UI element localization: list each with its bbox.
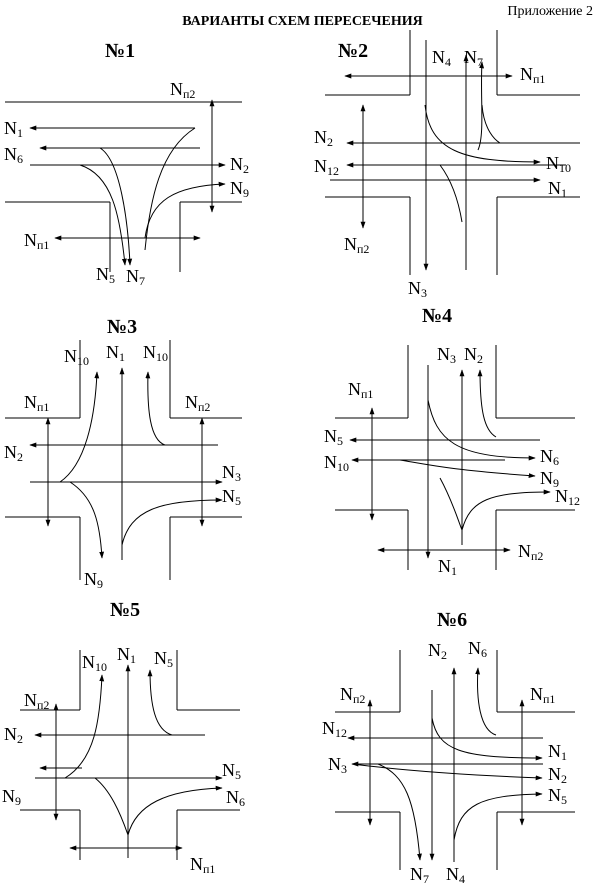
- flow-curve: [94, 777, 129, 836]
- flow-label: Nп1: [24, 230, 49, 252]
- scheme-2: №2 N4 N7 Nп1 N2 N12 N10 N1 Nп2 N3: [314, 30, 580, 300]
- flow-label: Nп1: [530, 684, 555, 706]
- flow-label: N2: [4, 442, 23, 464]
- flow-label: N1: [117, 644, 136, 666]
- appendix-label: Приложение 2: [507, 4, 593, 19]
- flow-label: N2: [548, 764, 567, 786]
- scheme-4-number: №4: [422, 305, 452, 327]
- flow-label: N9: [84, 569, 103, 591]
- flow-label: N7: [126, 266, 145, 288]
- flow-label: N6: [4, 144, 23, 166]
- flow-label: N5: [548, 785, 567, 807]
- flow-label: N2: [4, 724, 23, 746]
- flow-curve: [439, 164, 463, 223]
- scheme-5-number: №5: [110, 599, 140, 621]
- flow-label: N6: [468, 638, 487, 660]
- flow-label: N10: [143, 342, 168, 364]
- flow-label: N3: [408, 278, 427, 300]
- flow-label: N5: [96, 264, 115, 286]
- flow-arrow: [69, 481, 105, 559]
- page-title: ВАРИАНТЫ СХЕМ ПЕРЕСЕЧЕНИЯ: [182, 14, 423, 29]
- flow-arrow: [99, 147, 133, 266]
- flow-arrow: [427, 399, 536, 461]
- flow-label: N6: [226, 787, 245, 809]
- flow-label: Nп2: [344, 234, 369, 256]
- flow-label: N2: [428, 640, 447, 662]
- flow-arrow: [145, 371, 166, 446]
- flow-label: N2: [230, 154, 249, 176]
- flow-label: N9: [230, 178, 249, 200]
- flow-label: N12: [314, 156, 339, 178]
- flow-arrow: [453, 791, 543, 841]
- flow-arrow: [475, 667, 497, 736]
- flow-label: Nп2: [518, 541, 543, 563]
- flow-label: N9: [2, 786, 21, 808]
- flow-label: Nп2: [340, 684, 365, 706]
- flow-label: N10: [546, 153, 571, 175]
- flow-label: N7: [464, 47, 483, 69]
- flow-label: N5: [154, 648, 173, 670]
- flow-arrow: [351, 763, 543, 781]
- scheme-2-number: №2: [338, 40, 368, 62]
- scheme-6-number: №6: [437, 609, 467, 631]
- flow-arrow: [121, 497, 223, 546]
- scheme-4: №4 N3 N2 Nп1 N5 N6 N10 N9 N12 Nп2 N1: [324, 305, 580, 578]
- flow-arrow: [127, 785, 223, 836]
- flow-label: N5: [222, 760, 241, 782]
- flow-curve: [481, 104, 501, 144]
- flow-arrow: [64, 674, 105, 779]
- flow-arrow: [431, 717, 543, 761]
- flow-label: N10: [82, 652, 107, 674]
- flow-arrow: [144, 181, 226, 239]
- scheme-3: №3 N10 N1 N10 Nп1 Nп2 N2 N3 N5 N9: [4, 316, 242, 591]
- flow-label: N3: [328, 754, 347, 776]
- flow-label: N7: [410, 864, 429, 886]
- flow-label: N9: [540, 468, 559, 490]
- scheme-1: №1 Nп2 N1 N6 N2 N9 Nп1 N5 N7: [4, 40, 249, 288]
- flow-label: Nп2: [170, 79, 195, 101]
- scheme-3-number: №3: [107, 316, 137, 338]
- flow-arrow: [461, 489, 551, 531]
- flow-label: N2: [464, 344, 483, 366]
- flow-label: N1: [4, 118, 23, 140]
- scheme-6: №6 N2 N6 Nп2 Nп1 N12 N1 N3 N2 N5 N7 N4: [322, 609, 575, 886]
- flow-label: N4: [446, 864, 465, 886]
- flow-label: Nп1: [190, 854, 215, 876]
- flow-curve: [439, 477, 463, 531]
- flow-label: N1: [548, 741, 567, 763]
- flow-label: Nп2: [185, 392, 210, 414]
- flow-label: N3: [437, 344, 456, 366]
- flow-label: N12: [322, 718, 347, 740]
- flow-label: Nп1: [24, 392, 49, 414]
- flow-label: N2: [314, 127, 333, 149]
- flow-arrow: [79, 164, 127, 266]
- flow-label: N5: [324, 426, 343, 448]
- scheme-5: №5 N10 N1 N5 Nп2 N2 N5 N9 N6 Nп1: [2, 599, 245, 876]
- flow-arrow: [477, 61, 485, 151]
- flow-label: N10: [64, 346, 89, 368]
- flow-arrow: [399, 459, 536, 479]
- flow-arrow: [59, 371, 100, 483]
- flow-arrow: [477, 369, 497, 438]
- flow-label: Nп1: [348, 379, 373, 401]
- flow-label: Nп1: [520, 64, 545, 86]
- flow-label: N6: [540, 446, 559, 468]
- flow-arrow: [377, 763, 422, 861]
- flow-arrow: [147, 669, 173, 736]
- flow-label: Nп2: [24, 690, 49, 712]
- flow-label: N1: [106, 342, 125, 364]
- scheme-1-number: №1: [105, 40, 135, 62]
- flow-label: N1: [438, 556, 457, 578]
- flow-label: N10: [324, 452, 349, 474]
- flow-label: N1: [548, 178, 567, 200]
- flow-label: N4: [432, 47, 451, 69]
- flow-label: N5: [222, 486, 241, 508]
- flow-arrow: [424, 104, 541, 165]
- flow-curve: [144, 127, 196, 251]
- flow-label: N12: [555, 486, 580, 508]
- flow-label: N3: [222, 462, 241, 484]
